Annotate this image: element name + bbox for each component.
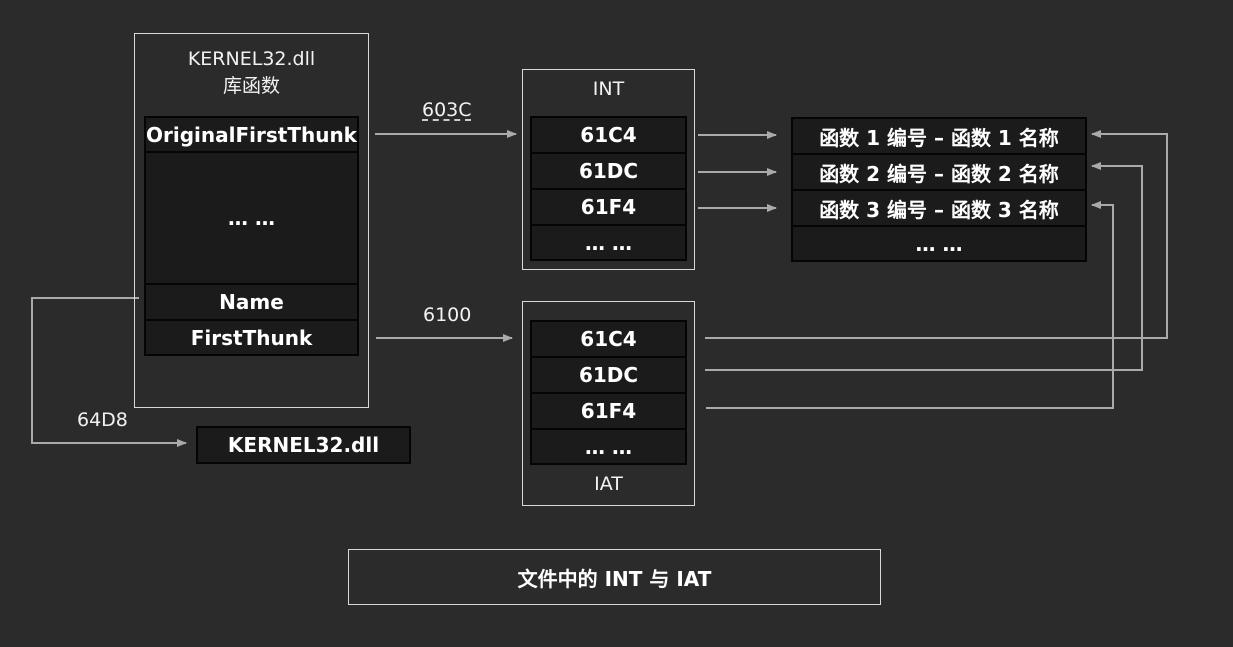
iat-offset-label: 6100	[423, 304, 472, 326]
arrow-iat-1	[705, 130, 1168, 339]
int-entry-ellipsis: … …	[530, 224, 687, 261]
iat-entry-1: 61C4	[530, 320, 687, 358]
dll-name-box: KERNEL32.dll	[196, 426, 411, 464]
diagram-caption: 文件中的 INT 与 IAT	[348, 549, 881, 605]
name-offset-label: 64D8	[77, 409, 128, 431]
iat-table-frame	[522, 301, 695, 506]
dll-title: KERNEL32.dll	[187, 48, 316, 70]
arrow-name-to-dll	[31, 297, 187, 447]
iat-entry-2: 61DC	[530, 356, 687, 394]
first-thunk-cell: FirstThunk	[144, 319, 359, 356]
iat-entry-3: 61F4	[530, 392, 687, 430]
hint-name-entry-ellipsis: … …	[791, 225, 1087, 262]
int-table-title: INT	[592, 78, 625, 100]
int-entry-2: 61DC	[530, 152, 687, 190]
import-descriptor-title: KERNEL32.dll 库函数	[134, 46, 369, 100]
hint-name-entry-3: 函数 3 编号 – 函数 3 名称	[791, 189, 1087, 227]
iat-table-title: IAT	[594, 473, 623, 495]
iat-entry-ellipsis: … …	[530, 428, 687, 465]
int-entry-3: 61F4	[530, 188, 687, 226]
original-first-thunk-cell: OriginalFirstThunk	[144, 116, 359, 153]
int-entry-1: 61C4	[530, 116, 687, 154]
int-offset-label: 603C	[422, 99, 472, 121]
hint-name-entry-2: 函数 2 编号 – 函数 2 名称	[791, 153, 1087, 191]
hint-name-entry-1: 函数 1 编号 – 函数 1 名称	[791, 117, 1087, 155]
int-table-frame	[522, 69, 695, 270]
arrow-iat-2	[705, 162, 1143, 371]
arrow-iat-3	[706, 201, 1114, 409]
descriptor-ellipsis-cell: … …	[144, 151, 359, 285]
import-descriptor-frame	[134, 33, 369, 408]
library-functions-label: 库函数	[222, 75, 280, 97]
name-cell: Name	[144, 283, 359, 321]
